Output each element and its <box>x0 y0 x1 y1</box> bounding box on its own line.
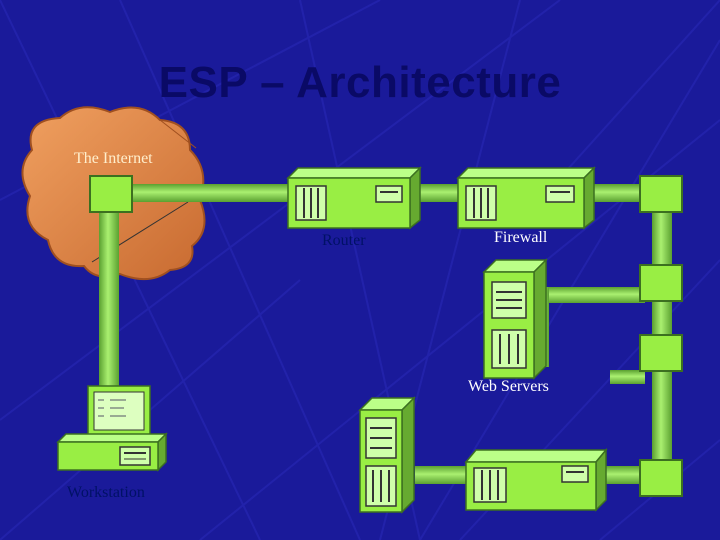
web-server-tower <box>482 258 548 380</box>
internet-label: The Internet <box>74 150 153 167</box>
bottom-desktop-unit <box>464 447 608 512</box>
workstation-label: Workstation <box>67 484 145 501</box>
server-tower-bottom <box>358 396 416 514</box>
connector-boxes <box>89 175 683 497</box>
slide-title: ESP – Architecture <box>158 58 562 107</box>
router-label: Router <box>322 232 366 249</box>
firewall-label: Firewall <box>494 229 548 246</box>
router-device <box>286 166 422 230</box>
workstation-computer <box>56 385 168 472</box>
firewall-device <box>456 166 596 230</box>
web-servers-label: Web Servers <box>468 378 549 395</box>
